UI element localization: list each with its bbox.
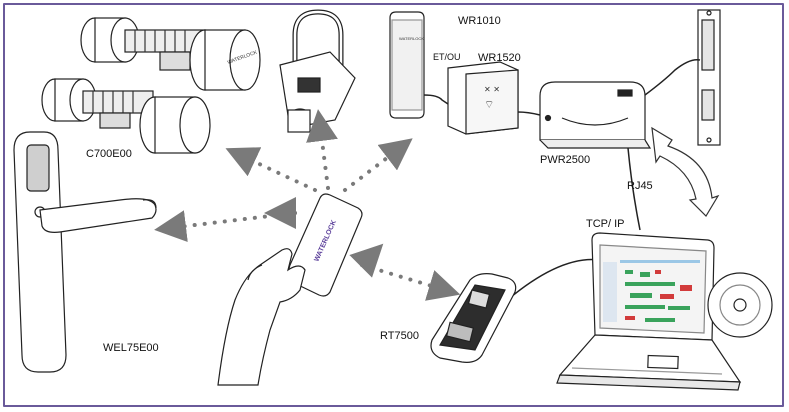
door-strike [697,9,721,146]
contactless-icon: ⌔ [484,98,494,111]
label-et-ou: ET/OU [433,52,461,62]
network-arrow [651,126,720,217]
wr1520-reader: ✕ ✕ ⌔ [447,61,519,135]
rt7500-reader [430,273,517,363]
hand [217,248,306,386]
label-rt7500: RT7500 [380,330,419,342]
door-handle [13,131,157,373]
cd-disc [707,272,773,338]
label-rj45: RJ45 [627,180,653,192]
reader-brand-text: WATERLOCK [399,36,424,41]
label-wel75e00: WEL75E00 [103,342,159,354]
laptop [556,232,742,391]
padlock [279,9,356,133]
label-wr1010: WR1010 [458,15,501,27]
label-tcp-ip: TCP/ IP [586,218,625,230]
label-wr1520: WR1520 [478,52,521,64]
label-c700e00: C700E00 [86,148,132,160]
pwr2500-power-supply [539,81,652,149]
label-pwr2500: PWR2500 [540,154,591,166]
wireless-arrows [154,109,461,301]
diagram-frame [3,3,784,407]
cylinder-lock-top: WATERLOCK [80,17,261,91]
cylinder-lock-bottom [41,78,211,154]
access-card: WATERLOCK [287,193,363,297]
cables [423,58,701,303]
svg-text:✕ ✕: ✕ ✕ [484,85,500,94]
wr1010-reader: WATERLOCK [389,11,425,119]
